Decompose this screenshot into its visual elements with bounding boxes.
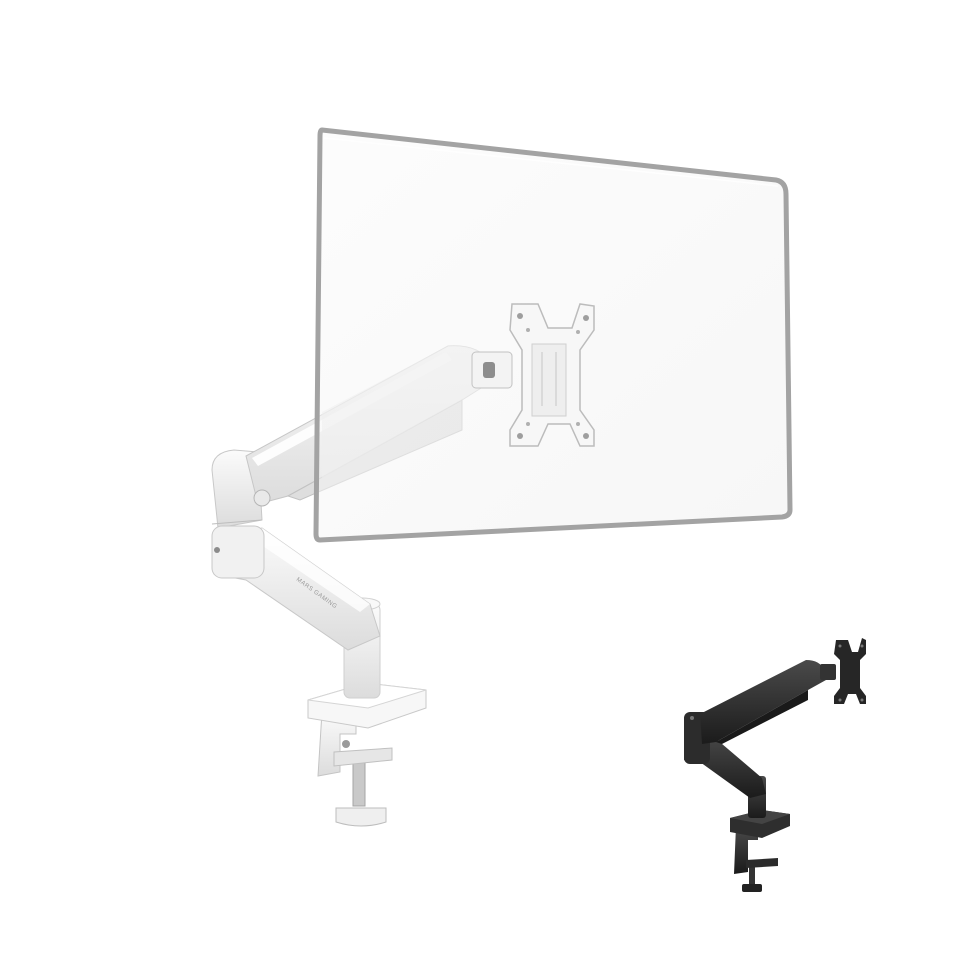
- vesa-plate: [509, 303, 595, 447]
- c-clamp: [317, 711, 393, 777]
- tilt-joint: [471, 351, 513, 389]
- black-monitor-arm: [684, 638, 866, 892]
- arm-through-glass: [322, 345, 500, 478]
- clamp-screw: [335, 761, 387, 827]
